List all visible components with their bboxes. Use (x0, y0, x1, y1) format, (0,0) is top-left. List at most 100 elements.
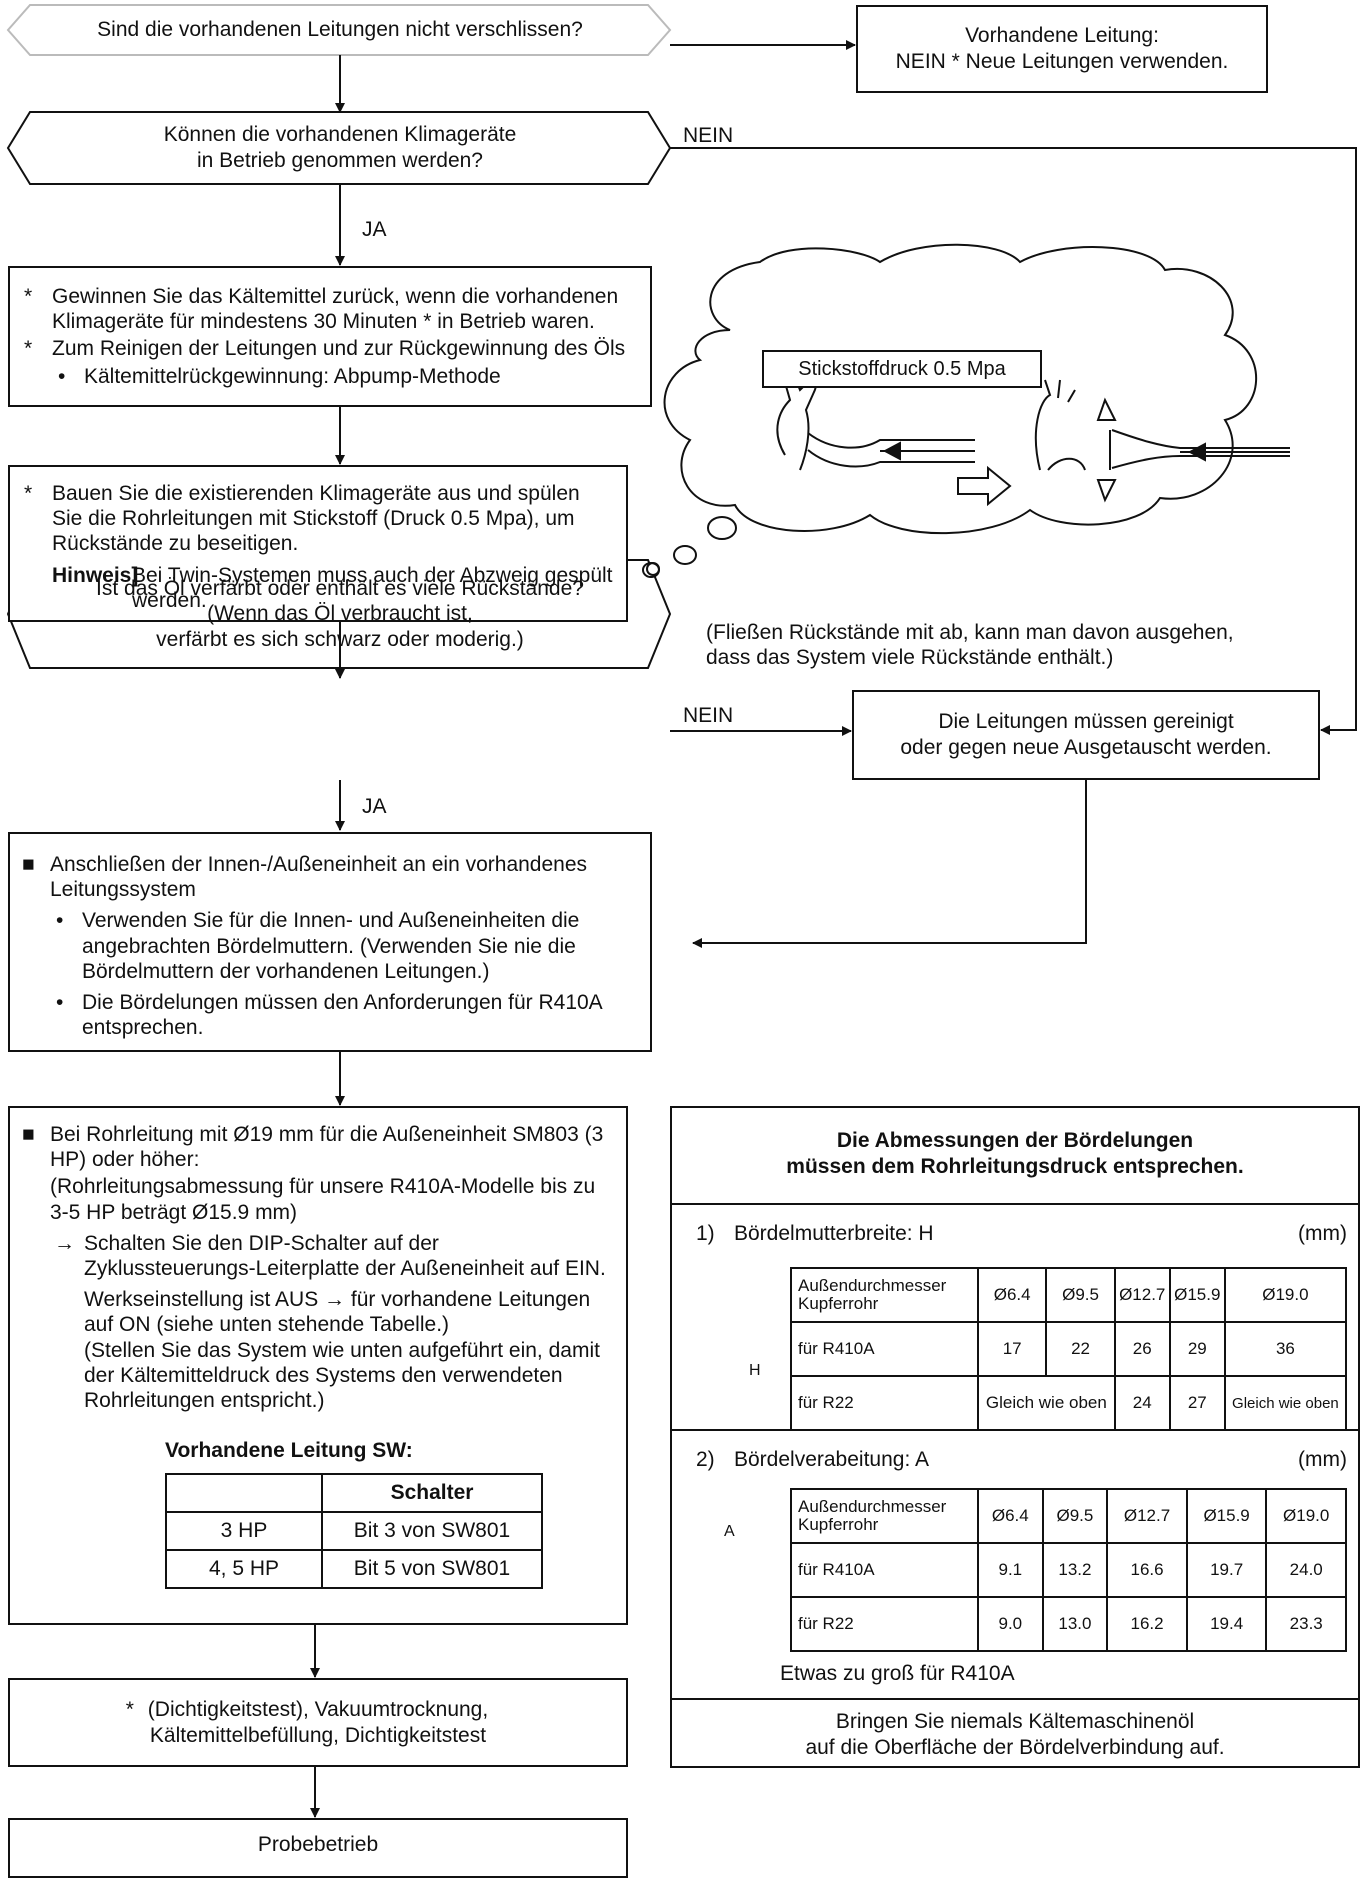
step1-sub-marker: • (58, 364, 66, 388)
step2-note-text: Bei Twin-Systemen muss auch der Abzweig … (132, 563, 613, 612)
table-row: für R410A 17 22 26 29 36 (790, 1321, 1348, 1377)
step5-marker: * (125, 1697, 134, 1721)
step3-sub-2-text: Die Bördelungen müssen den Anforderungen… (82, 990, 602, 1040)
table-cell: 27 (1168, 1375, 1226, 1431)
table-cell: 36 (1223, 1321, 1348, 1377)
table-row: für R22 9.0 13.0 16.2 19.4 23.3 (790, 1596, 1347, 1652)
step2-note-label: Hinweis] (52, 563, 139, 587)
step3-sub-1: • Verwenden Sie für die Innen- und Außen… (20, 908, 638, 984)
nitrogen-pressure-label: Stickstoffdruck 0.5 Mpa (762, 350, 1042, 388)
small-circle-icon (646, 562, 660, 576)
table-cell: Bit 5 von SW801 (321, 1549, 543, 1590)
table-cell: 13.0 (1041, 1596, 1109, 1652)
table-cell: 13.2 (1041, 1542, 1109, 1598)
flare-footer-line1: Bringen Sie niemals Kältemaschinenöl (835, 1710, 1195, 1734)
box-existing-lines: Vorhandene Leitung: NEIN * Neue Leitunge… (856, 5, 1268, 93)
flare-sec1-unit: (mm) (1298, 1222, 1347, 1245)
table-cell: Ø12.7 (1113, 1267, 1171, 1323)
table-row: für R410A 9.1 13.2 16.6 19.7 24.0 (790, 1542, 1347, 1598)
box-existing-lines-line1: Vorhandene Leitung: (965, 24, 1159, 48)
decision-q2: Können die vorhandenen Klimageräte in Be… (40, 112, 640, 184)
switch-table: Schalter 3 HP Bit 3 von SW801 4, 5 HP Bi… (165, 1473, 543, 1590)
table-cell: Ø15.9 (1168, 1267, 1226, 1323)
flare-divider-2 (672, 1429, 1358, 1431)
step1-sub-text: Kältemittelrückgewinnung: Abpump-Methode (84, 364, 501, 388)
table-cell: 23.3 (1265, 1596, 1347, 1652)
table-cell: 16.2 (1106, 1596, 1188, 1652)
flare-panel-title-line2: müssen dem Rohrleitungsdruck entsprechen… (786, 1154, 1244, 1178)
switch-table-header-switch: Schalter (321, 1473, 543, 1514)
table-cell: 9.1 (977, 1542, 1044, 1598)
step2-marker: * (24, 482, 33, 505)
table-cell: Ø12.7 (1106, 1488, 1188, 1544)
table-cell: Außendurchmesser Kupferrohr (790, 1488, 979, 1544)
decision-q3: Ist das Öl verfärbt oder enthält es viel… (40, 560, 640, 668)
label-q2-yes: JA (362, 218, 387, 241)
flare-sec2-title: Bördelverabeitung: A (734, 1448, 929, 1471)
table-cell: 4, 5 HP (165, 1549, 323, 1590)
step4-text: Bei Rohrleitung mit Ø19 mm für die Außen… (50, 1123, 604, 1172)
step4-p3: (Stellen Sie das System wie unten aufgef… (84, 1338, 600, 1412)
thought-bubble (642, 243, 1258, 578)
decision-q1-text: Sind die vorhandenen Leitungen nicht ver… (97, 18, 583, 42)
table-cell: 29 (1168, 1321, 1226, 1377)
step3-sub-2: • Die Bördelungen müssen den Anforderung… (20, 990, 638, 1040)
box-clean-or-replace: Die Leitungen müssen gereinigt oder gege… (852, 690, 1320, 780)
step3-item: ■ Anschließen der Innen-/Außeneinheit an… (20, 852, 638, 902)
step3-marker: ■ (22, 853, 35, 876)
table-row: Außendurchmesser Kupferrohr Ø6.4 Ø9.5 Ø1… (790, 1488, 1347, 1544)
table-cell: für R410A (790, 1542, 979, 1598)
step2-note: Hinweis] Bei Twin-Systemen muss auch der… (22, 563, 614, 613)
table-cell: 3 HP (165, 1511, 323, 1552)
flare-divider-3 (672, 1698, 1358, 1700)
table-cell: Ø9.5 (1041, 1488, 1109, 1544)
table-cell: 19.7 (1185, 1542, 1268, 1598)
table-cell: Außendurchmesser Kupferrohr (790, 1267, 979, 1323)
flare-sec2-num: 2) (696, 1448, 715, 1471)
step1-sub: • Kältemittelrückgewinnung: Abpump-Metho… (22, 364, 638, 389)
step-connect-units: ■ Anschließen der Innen-/Außeneinheit an… (8, 832, 652, 1052)
flare-footer: Bringen Sie niemals Kältemaschinenöl auf… (672, 1706, 1358, 1764)
table-cell: Gleich wie oben (1223, 1375, 1348, 1431)
step4-paren: (Rohrleitungsabmessung für unsere R410A-… (50, 1175, 596, 1224)
step-flush-nitrogen: * Bauen Sie die existierenden Klimagerät… (8, 465, 628, 622)
decision-q2-line2: in Betrieb genommen werden? (196, 149, 483, 172)
step1-item-1-marker: * (24, 285, 33, 308)
arrow-r3-back (692, 780, 1087, 948)
table-cell: 17 (976, 1321, 1048, 1377)
table-cell: 26 (1113, 1321, 1171, 1377)
table-cell: für R410A (790, 1321, 979, 1377)
step4-item: ■ Bei Rohrleitung mit Ø19 mm für die Auß… (20, 1122, 614, 1172)
label-q3-yes: JA (362, 795, 387, 818)
step1-item-1-text: Gewinnen Sie das Kältemittel zurück, wen… (52, 285, 619, 334)
decision-q1: Sind die vorhandenen Leitungen nicht ver… (40, 5, 640, 55)
box-clean-or-replace-line1: Die Leitungen müssen gereinigt (938, 710, 1234, 734)
decision-q3-line3: verfärbt es sich schwarz oder moderig.) (156, 627, 524, 651)
switch-table-header-empty (165, 1473, 323, 1514)
table-cell: für R22 (790, 1596, 979, 1652)
step5-content: * (Dichtigkeitstest), Vakuumtrocknung, K… (126, 1697, 488, 1748)
box-existing-lines-line2: NEIN * Neue Leitungen verwenden. (895, 50, 1229, 73)
table-cell: 19.4 (1185, 1596, 1268, 1652)
flare-panel-title: Die Abmessungen der Bördelungen müssen d… (672, 1128, 1358, 1179)
step4-arrow-text: Schalten Sie den DIP-Schalter auf der Zy… (84, 1231, 606, 1280)
decision-shape-q1 (6, 4, 672, 56)
nitrogen-pressure-text: Stickstoffdruck 0.5 Mpa (798, 357, 1006, 380)
flare-divider-1 (672, 1203, 1358, 1205)
flare-panel-title-line1: Die Abmessungen der Bördelungen (836, 1129, 1194, 1152)
label-q2-no: NEIN (683, 124, 734, 147)
arrow-q2-no (670, 147, 1357, 735)
table-cell: Gleich wie oben (977, 1375, 1116, 1431)
flare-sec1-title: Bördelmutterbreite: H (734, 1222, 934, 1245)
step3-sub-2-marker: • (56, 990, 64, 1014)
step1-item-2: * Zum Reinigen der Leitungen und zur Rüc… (22, 336, 638, 361)
step4-arrow-marker: → (54, 1231, 75, 1255)
flare-shape-table: Außendurchmesser Kupferrohr Ø6.4 Ø9.5 Ø1… (790, 1488, 1347, 1652)
table-cell: 16.6 (1106, 1542, 1188, 1598)
label-q3-no: NEIN (683, 704, 734, 727)
step3-sub-1-marker: • (56, 909, 64, 933)
step-trial-run: Probebetrieb (8, 1818, 628, 1878)
step1-item-2-text: Zum Reinigen der Leitungen und zur Rückg… (52, 337, 626, 361)
decision-q2-line1: Können die vorhandenen Klimageräte (163, 123, 517, 147)
flare-dimension-panel: Die Abmessungen der Bördelungen müssen d… (670, 1106, 1360, 1768)
